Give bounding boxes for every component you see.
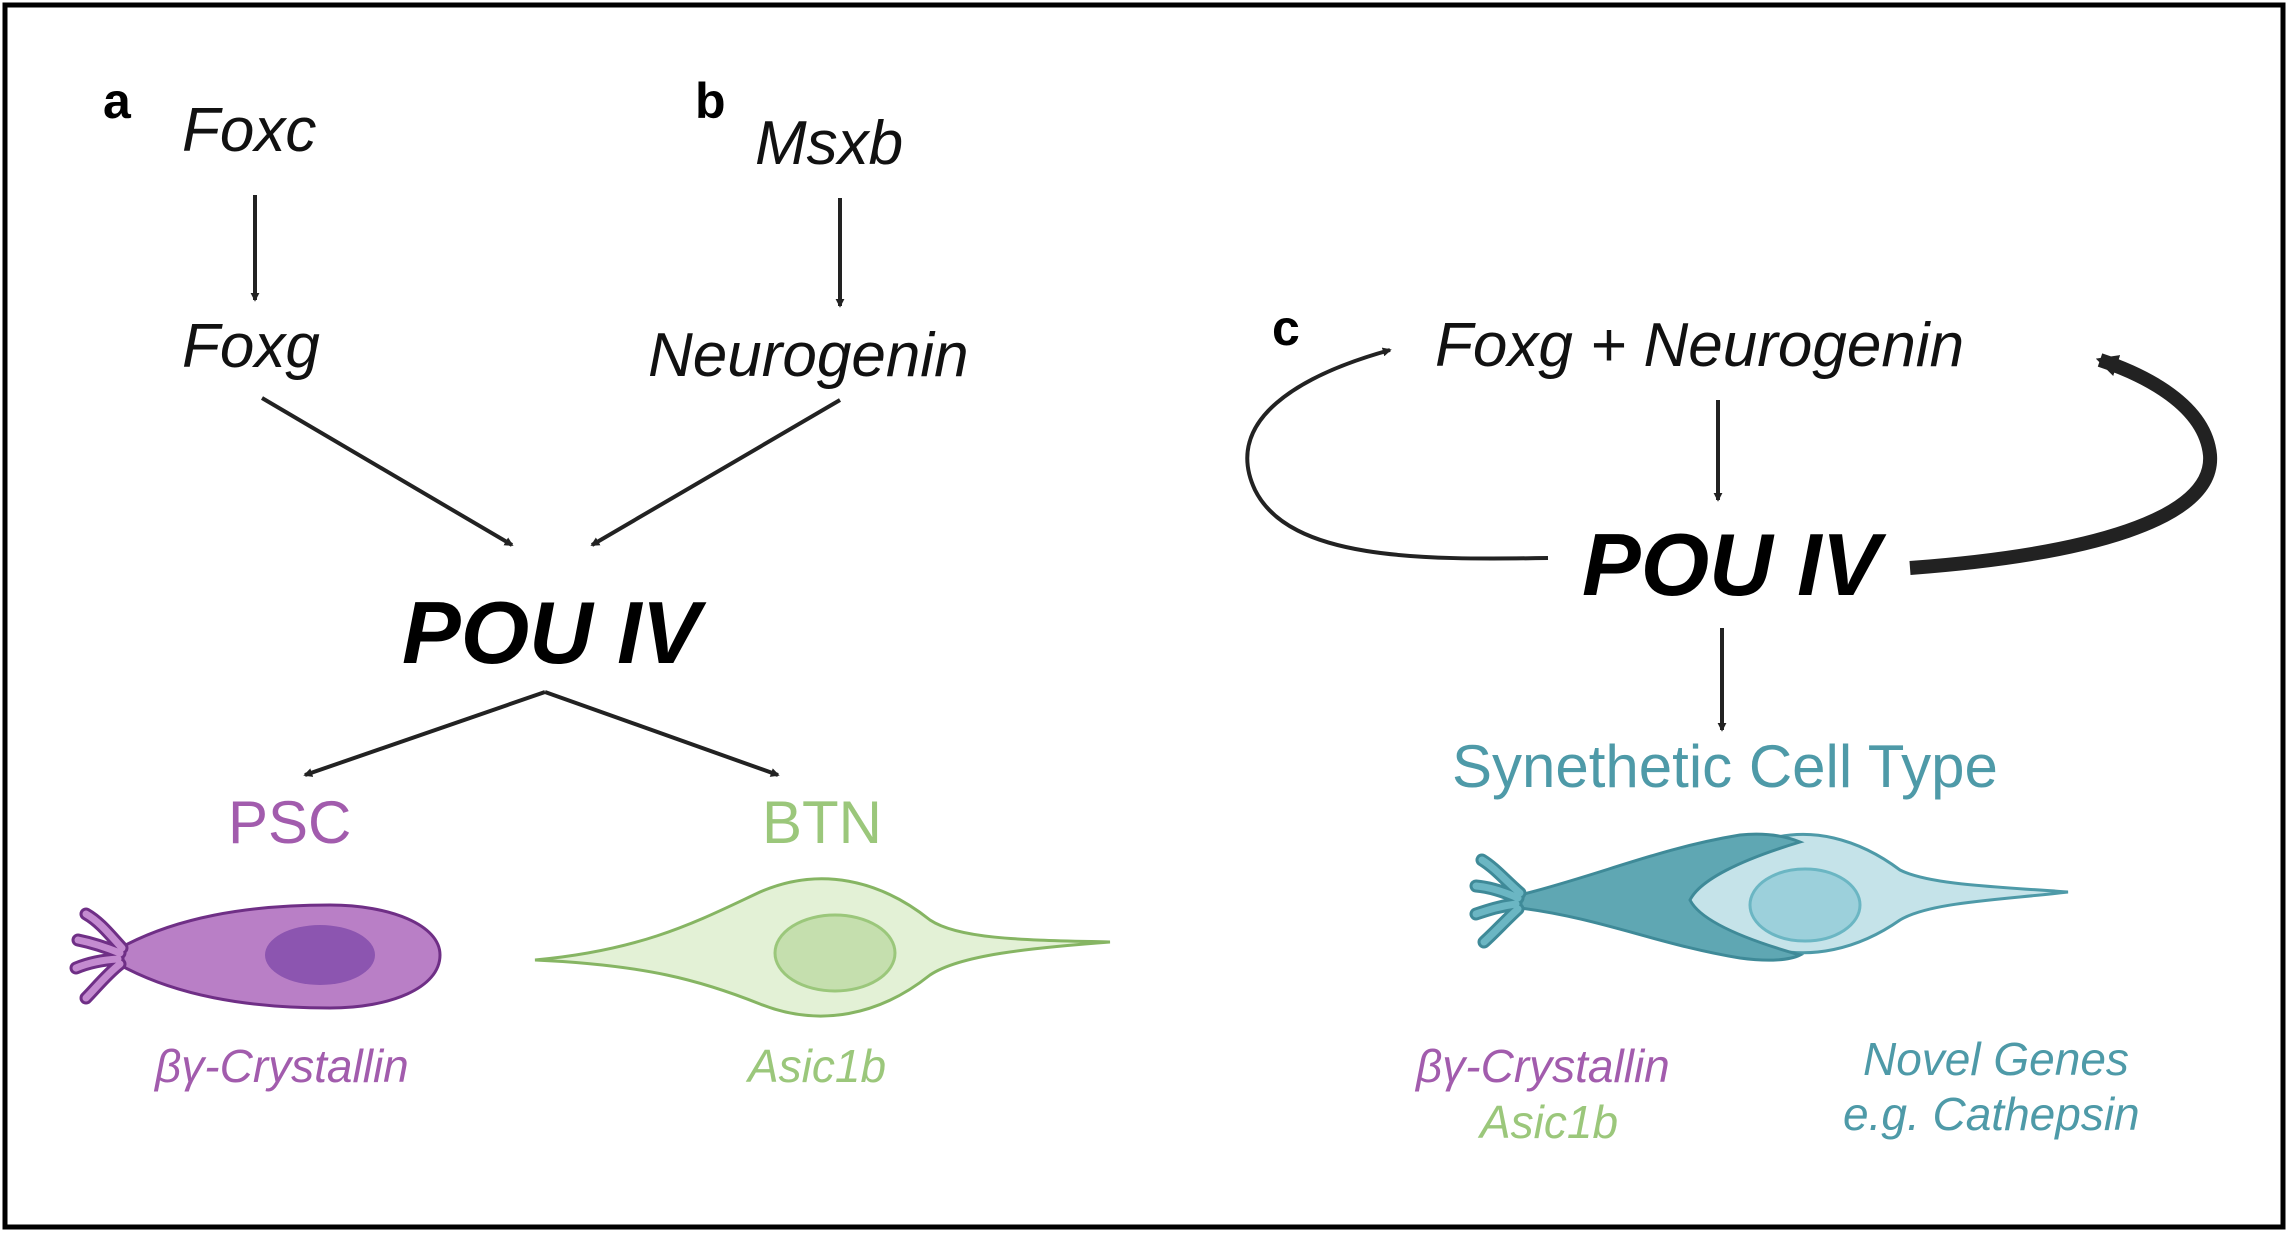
gene-neurogenin: Neurogenin [648,321,969,390]
novel-genes-line2: e.g. Cathepsin [1843,1088,2140,1140]
arrow-pou-to-psc [303,690,546,777]
arrow-neurogenin-to-pou [590,398,842,547]
bipolar-neuron-icon [534,877,1111,1018]
synthetic-marker-crystallin: βγ-Crystallin [1414,1040,1670,1092]
panel-b-label: b [695,73,726,129]
panel-c-label: c [1272,300,1300,356]
feedback-loop-right [1909,353,2218,575]
arrow-pou-to-btn [544,690,780,777]
cell-type-btn-label: BTN [762,789,882,856]
photoreceptor-like-cell-icon [69,903,442,1010]
inputs-foxg-neurogenin: Foxg + Neurogenin [1435,311,1964,380]
gene-msxb: Msxb [755,109,903,178]
gene-foxg: Foxg [182,312,320,381]
feedback-loop-left [1245,347,1549,561]
pou-iv-hub-c: POU IV [1582,515,1887,614]
novel-genes-line1: Novel Genes [1863,1033,2129,1085]
synthetic-marker-asic1b: Asic1b [1477,1096,1618,1148]
panel-a-label: a [103,73,132,129]
pou-iv-hub: POU IV [402,583,707,682]
cell-type-psc-label: PSC [228,789,351,856]
arrow-foxg-to-pou [260,396,514,547]
gene-foxc: Foxc [182,96,316,165]
hybrid-cell-icon [1469,832,2069,962]
marker-asic1b: Asic1b [745,1040,886,1092]
marker-crystallin: βγ-Crystallin [153,1040,409,1092]
synthetic-cell-type-label: Synethetic Cell Type [1452,733,1998,800]
